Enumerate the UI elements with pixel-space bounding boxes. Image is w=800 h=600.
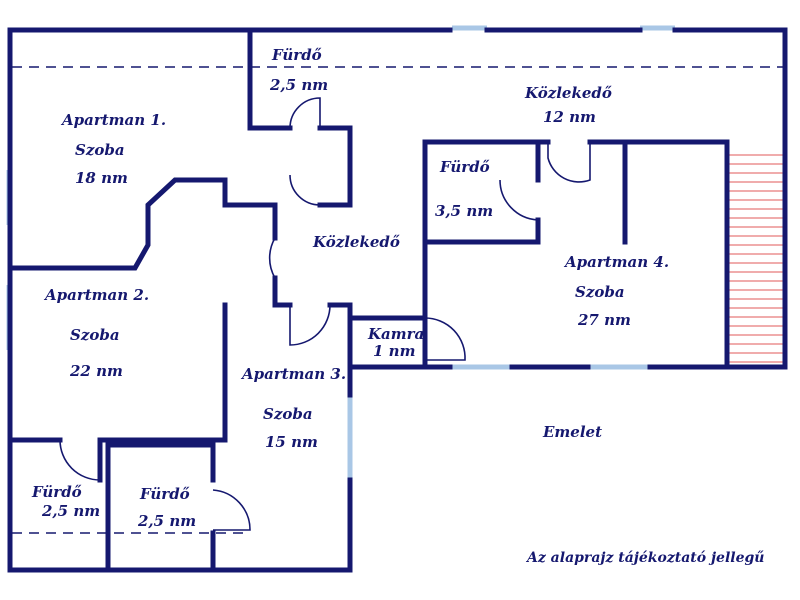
apt4-bath: Fürdő: [440, 158, 490, 176]
hall-top-area: 12 nm: [543, 108, 596, 126]
doors: [59, 97, 591, 531]
apt3-bath: Fürdő: [140, 485, 190, 503]
apt1-area: 18 nm: [75, 169, 128, 187]
apt4-title: Apartman 4.: [565, 253, 670, 271]
roof-lines: [12, 66, 785, 534]
apt2-bath: Fürdő: [32, 483, 82, 501]
apt1-bath-area: 2,5 nm: [270, 76, 329, 94]
hall-mid: Közlekedő: [313, 233, 400, 251]
walls: [7, 27, 788, 573]
apt4-bath-area: 3,5 nm: [435, 202, 494, 220]
apt1-bath: Fürdő: [272, 46, 322, 64]
hall-top: Közlekedő: [525, 84, 612, 102]
apt2-area: 22 nm: [70, 362, 123, 380]
apt3-room: Szoba: [263, 405, 313, 423]
stairs: [729, 154, 783, 363]
pantry: Kamra: [368, 325, 425, 343]
apt3-bath-area: 2,5 nm: [138, 512, 197, 530]
apt4-area: 27 nm: [578, 311, 631, 329]
apt1-room: Szoba: [75, 141, 125, 159]
apt2-room: Szoba: [70, 326, 120, 344]
apt1-title: Apartman 1.: [62, 111, 167, 129]
floor-label: Emelet: [543, 423, 603, 441]
apt3-title: Apartman 3.: [242, 365, 347, 383]
disclaimer: Az alaprajz tájékoztató jellegű: [527, 550, 765, 566]
apt4-room: Szoba: [575, 283, 625, 301]
apt2-title: Apartman 2.: [45, 286, 150, 304]
pantry-area: 1 nm: [373, 342, 416, 360]
apt2-bath-area: 2,5 nm: [42, 502, 101, 520]
apt3-area: 15 nm: [265, 433, 318, 451]
